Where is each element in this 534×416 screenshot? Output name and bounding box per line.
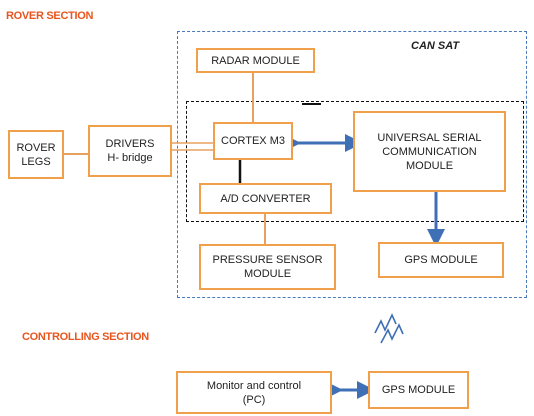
usc-label-line1: UNIVERSAL SERIAL [377,131,482,144]
ad-converter-label: A/D CONVERTER [220,192,311,205]
radar-module-label: RADAR MODULE [211,54,300,67]
gps-module-top-block: GPS MODULE [378,242,504,278]
usc-label-line2: COMMUNICATION [382,145,477,158]
cansat-region [177,31,527,298]
monitor-control-pc-block: Monitor and control (PC) [176,371,332,414]
rover-legs-label-line2: LEGS [21,155,51,168]
gps-module-top-label: GPS MODULE [404,254,478,266]
cortex-m3-block: CORTEX M3 [213,122,293,160]
cortex-m3-label: CORTEX M3 [221,135,285,147]
gps-module-bottom-label: GPS MODULE [381,384,456,396]
drivers-label-line1: DRIVERS [105,138,155,150]
microcontroller-region [186,101,524,222]
controlling-section-title: CONTROLLING SECTION [22,331,149,343]
wireless-link-icon [374,313,404,344]
rover-section-title: ROVER SECTION [6,10,94,22]
usc-label-line3: MODULE [405,159,454,172]
drivers-block: DRIVERS H- bridge [88,125,172,177]
pressure-sensor-label-line2: MODULE [243,268,292,280]
ad-converter-block: A/D CONVERTER [199,183,332,214]
pressure-sensor-block: PRESSURE SENSOR MODULE [199,244,336,290]
universal-serial-communication-block: UNIVERSAL SERIAL COMMUNICATION MODULE [353,111,506,192]
monitor-control-label-line1: Monitor and control [206,379,302,392]
cansat-label: CAN SAT [411,40,460,52]
radar-module-block: RADAR MODULE [196,48,315,73]
monitor-control-label-line2: (PC) [242,393,266,406]
gps-module-bottom-block: GPS MODULE [368,371,469,409]
drivers-label-line2: H- bridge [107,152,153,164]
rover-legs-block: ROVER LEGS [8,130,64,179]
rover-legs-label-line1: ROVER [16,141,56,154]
pressure-sensor-label-line1: PRESSURE SENSOR [212,254,323,266]
